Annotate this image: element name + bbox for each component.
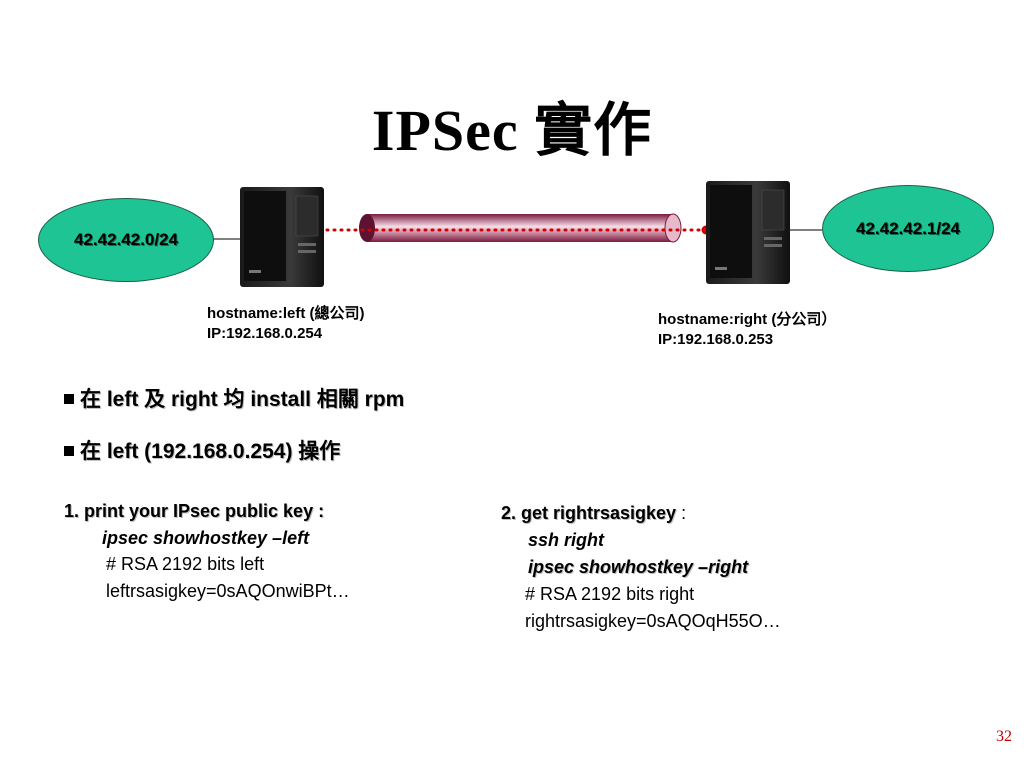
right-host-info: hostname:right (分公司） IP:192.168.0.253 [658,310,836,350]
step1-heading: 1. print your IPsec public key : [64,501,325,521]
step1-key: leftrsasigkey=0sAQOnwiBPt… [106,581,350,601]
right-server-icon [706,181,790,284]
network-diagram [212,181,822,287]
bullet-item: 在 left 及 right 均 install 相關 rpm [64,386,404,414]
left-host-ip: IP:192.168.0.254 [207,325,323,342]
step2-block: 2. get rightrsasigkey : ssh right ipsec … [501,500,1001,635]
step2-comment: # RSA 2192 bits right [525,584,695,604]
step1-command: ipsec showhostkey –left [102,528,310,548]
page-title: IPSec 實作 [371,98,653,163]
bullet-text: 在 left (192.168.0.254) 操作 [80,440,341,463]
step2-colon: : [676,503,687,523]
right-network-label: 42.42.42.1/24 [822,185,994,272]
right-host-ip: IP:192.168.0.253 [658,331,774,348]
step1-block: 1. print your IPsec public key : ipsec s… [64,498,484,605]
left-host-info: hostname:left (總公司) IP:192.168.0.254 [207,304,365,344]
left-network-label: 42.42.42.0/24 [38,198,214,282]
step1-comment: # RSA 2192 bits left [106,554,265,574]
right-hostname: hostname:right (分公司） [658,311,837,328]
left-hostname: hostname:left (總公司) [207,305,365,322]
bullet-text: 在 left 及 right 均 install 相關 rpm [80,388,405,411]
step2-heading: 2. get rightrsasigkey [501,503,677,523]
left-server-icon [240,187,324,287]
bullet-square-icon [64,446,74,456]
bullet-item: 在 left (192.168.0.254) 操作 [64,438,340,466]
bullet-square-icon [64,394,74,404]
page-number: 32 [996,728,1012,745]
ipsec-tunnel [359,213,682,243]
step2-command-ssh: ssh right [528,530,605,550]
step2-command-showhostkey: ipsec showhostkey –right [528,557,749,577]
step2-key: rightrsasigkey=0sAQOqH55O… [525,611,781,631]
